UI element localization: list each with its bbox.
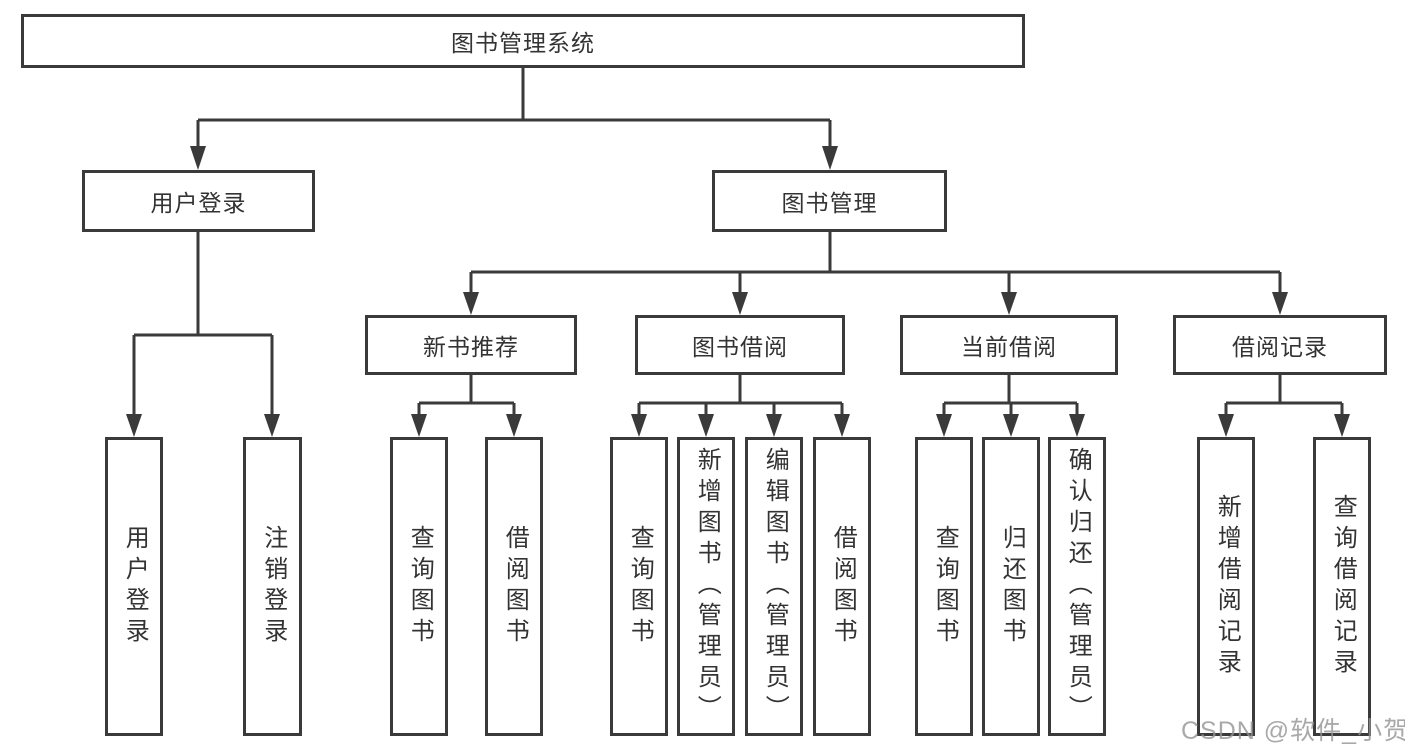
leaf-query-books-current: 查询图书 — [915, 437, 973, 736]
leaf-confirm-return-admin: 确认归还（管理员） — [1048, 437, 1106, 736]
connector-newbook-to-leaves — [417, 375, 516, 416]
leaf-borrow-books-recommend: 借阅图书 — [485, 437, 543, 736]
leaf-borrow-books: 借阅图书 — [813, 437, 871, 736]
connector-bookmgmt-to-level2 — [469, 232, 1282, 294]
leaf-query-books-recommend: 查询图书 — [390, 437, 448, 736]
connector-bookborrow-to-leaves — [637, 375, 844, 416]
node-library-management-system: 图书管理系统 — [21, 14, 1025, 68]
node-book-borrow: 图书借阅 — [635, 315, 845, 375]
node-label: 归还图书 — [998, 524, 1026, 649]
leaf-add-borrow-record: 新增借阅记录 — [1197, 437, 1255, 736]
node-label: 图书管理 — [781, 190, 878, 216]
node-label: 图书管理系统 — [451, 30, 595, 56]
leaf-edit-book-admin: 编辑图书（管理员） — [745, 437, 803, 736]
leaf-user-login: 用户登录 — [105, 437, 163, 736]
node-label: 用户登录 — [121, 524, 149, 649]
connector-userlogin-to-leaves — [132, 232, 274, 416]
node-label: 确认归还（管理员） — [1064, 447, 1092, 726]
leaf-query-books-borrow: 查询图书 — [610, 437, 668, 736]
node-label: 借阅记录 — [1232, 334, 1328, 360]
node-label: 图书借阅 — [692, 334, 788, 360]
leaf-query-borrow-record: 查询借阅记录 — [1313, 437, 1371, 736]
connector-currentborrow-to-leaves — [942, 375, 1079, 416]
node-label: 用户登录 — [150, 190, 247, 216]
csdn-watermark: CSDN @软件_小贺同学 — [1181, 717, 1405, 745]
node-label: 查询图书 — [931, 524, 959, 649]
node-label: 新增借阅记录 — [1213, 493, 1241, 680]
node-user-login: 用户登录 — [82, 170, 315, 232]
node-label: 编辑图书（管理员） — [761, 447, 789, 726]
leaf-return-book: 归还图书 — [982, 437, 1040, 736]
connector-borrowrecords-to-leaves — [1224, 375, 1344, 416]
node-label: 借阅图书 — [829, 524, 857, 649]
node-label: 当前借阅 — [961, 334, 1057, 360]
node-new-book-recommend: 新书推荐 — [365, 315, 577, 375]
node-current-borrow: 当前借阅 — [900, 315, 1118, 375]
leaf-add-book-admin: 新增图书（管理员） — [677, 437, 735, 736]
node-label: 注销登录 — [259, 524, 287, 649]
node-label: 新增图书（管理员） — [693, 447, 721, 726]
arrowheads — [126, 146, 1350, 437]
node-label: 查询图书 — [406, 524, 434, 649]
node-borrow-records: 借阅记录 — [1173, 315, 1387, 375]
node-label: 查询图书 — [626, 524, 654, 649]
leaf-logout: 注销登录 — [243, 437, 302, 736]
node-label: 借阅图书 — [501, 524, 529, 649]
node-book-management: 图书管理 — [712, 170, 947, 232]
node-label: 新书推荐 — [423, 334, 519, 360]
connector-root-to-level1 — [196, 68, 832, 150]
node-label: 查询借阅记录 — [1329, 493, 1357, 680]
